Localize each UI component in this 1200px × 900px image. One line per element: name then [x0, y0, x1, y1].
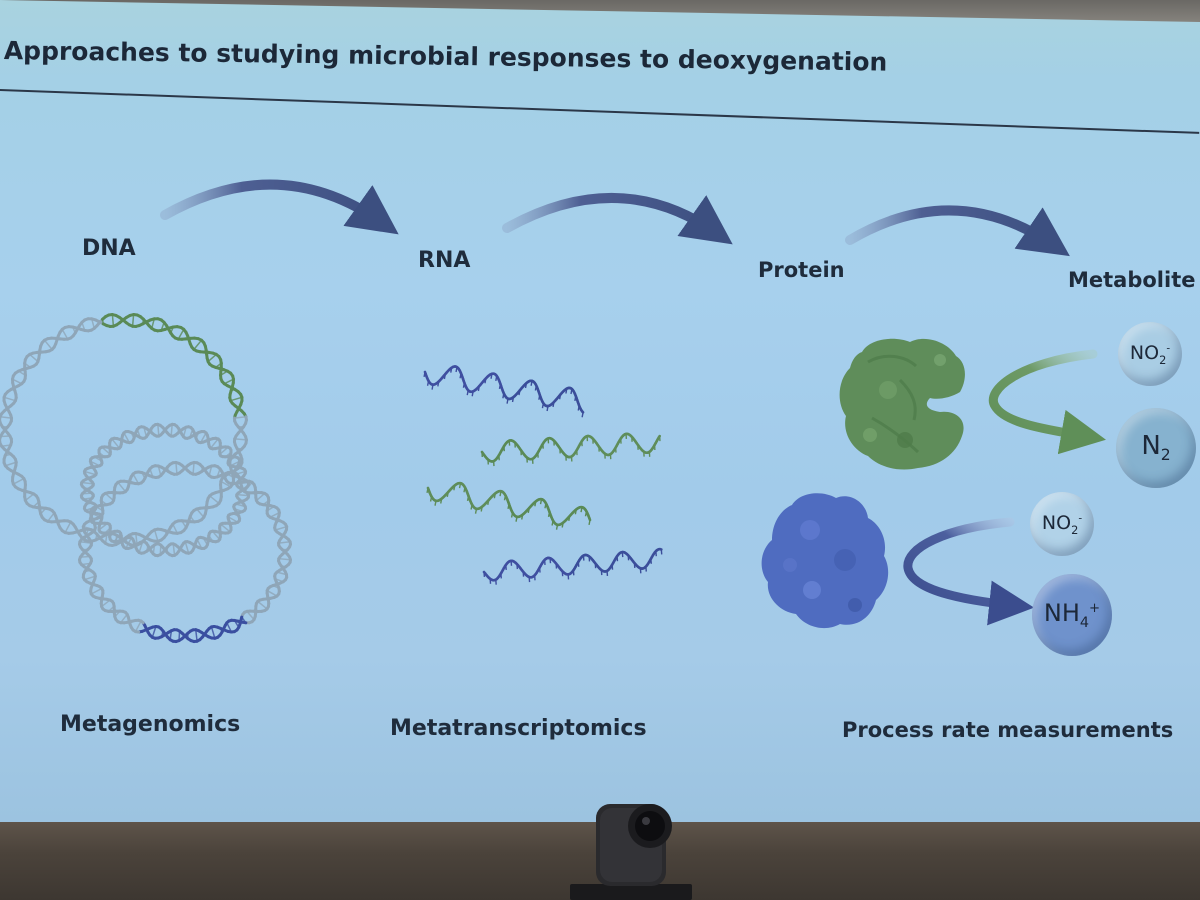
rna-strand-1	[424, 366, 583, 417]
dna-plasmid-ring-top	[0, 315, 246, 546]
nitrite-molecule-bottom: NO2-	[1030, 492, 1094, 556]
rna-strand-2	[482, 434, 660, 466]
presentation-slide: Approaches to studying microbial respons…	[0, 0, 1200, 822]
nitrite-to-dinitrogen-arrow	[993, 354, 1093, 437]
approach-label-metatranscriptomics: Metatranscriptomics	[390, 716, 647, 741]
stage-label-protein: Protein	[758, 258, 845, 282]
ammonium-molecule: NH4+	[1032, 574, 1112, 656]
dna-to-rna-arrow	[165, 185, 384, 224]
nitrite-to-ammonium-arrow	[908, 522, 1018, 606]
ptz-camera-icon	[570, 798, 692, 900]
rna-to-protein-arrow	[507, 198, 718, 234]
stage-label-rna: RNA	[418, 248, 470, 273]
green-enzyme-icon	[840, 339, 965, 470]
approach-label-metagenomics: Metagenomics	[60, 712, 240, 737]
dinitrogen-molecule: N2	[1116, 408, 1196, 488]
protein-to-metabolite-arrow	[850, 210, 1055, 246]
rna-strand-4	[484, 549, 662, 584]
blue-enzyme-icon	[762, 493, 889, 628]
stage-label-dna: DNA	[82, 236, 136, 261]
approach-label-process-rates: Process rate measurements	[842, 718, 1173, 742]
diagram-graphics	[0, 0, 1200, 822]
rna-strand-3	[427, 483, 590, 530]
nitrite-molecule-top: NO2-	[1118, 322, 1182, 386]
stage-label-metabolite: Metabolite	[1068, 268, 1196, 292]
